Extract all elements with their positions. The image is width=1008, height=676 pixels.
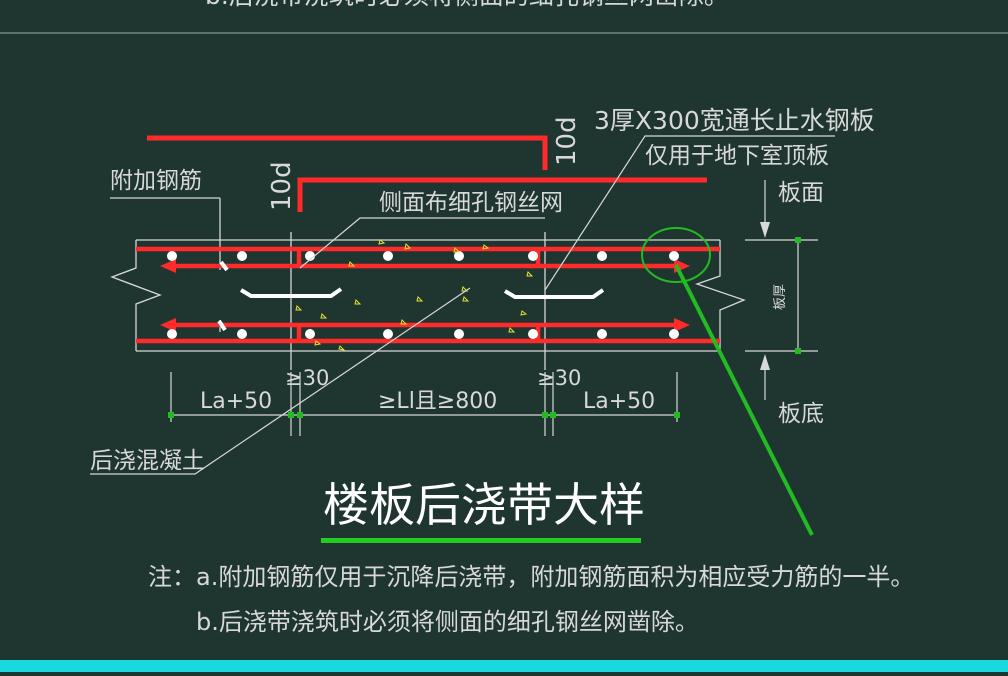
- hook-length-left: 10d: [267, 161, 297, 211]
- top-face-label: 板面: [778, 180, 824, 206]
- waterstop-leader: [544, 135, 835, 291]
- waterstop-label-line1: 3厚X300宽通长止水钢板: [594, 106, 875, 135]
- left-break-line: [110, 240, 162, 351]
- main-rebars: [136, 246, 720, 344]
- rebar-dots: [167, 251, 679, 339]
- dim-la-left: La+50: [200, 389, 272, 414]
- dim-middle: ≥Ll且≥800: [378, 389, 497, 414]
- upper-hook-bar: [147, 135, 548, 170]
- waterstop-plates: [239, 287, 605, 299]
- waterstop-label-line2: 仅用于地下室顶板: [645, 143, 829, 169]
- highlight-circle: [641, 227, 711, 283]
- dim-gap-left: ≥30: [285, 366, 329, 390]
- drawing-title: 楼板后浇带大样: [323, 478, 645, 532]
- highlight-callout: [641, 227, 814, 536]
- notes-prefix: 注：: [148, 563, 196, 591]
- post-concrete-label: 后浇混凝土: [90, 448, 205, 474]
- top-cut-note: b.后浇带浇筑时必须将侧面的细孔钢丝网凿除。: [205, 0, 729, 10]
- extra-rebar-stubs: [217, 260, 229, 332]
- dim-gap-right: ≥30: [537, 366, 581, 390]
- lower-hook-bar: [297, 177, 707, 212]
- highlight-leader: [674, 264, 814, 536]
- title-underline: [321, 538, 641, 543]
- rebar-arrowheads: [160, 259, 690, 332]
- thickness-label: 板厚: [773, 284, 788, 310]
- hook-length-right: 10d: [552, 116, 582, 166]
- bottom-accent-bar: [0, 660, 1008, 672]
- dimension-ticks: [168, 237, 801, 418]
- mesh-label: 侧面布细孔钢丝网: [379, 190, 563, 216]
- bottom-face-label: 板底: [778, 401, 824, 427]
- note-a: a.附加钢筋仅用于沉降后浇带，附加钢筋面积为相应受力筋的一半。: [196, 563, 914, 591]
- mesh-leader: [299, 217, 545, 269]
- note-b: b.后浇带浇筑时必须将侧面的细孔钢丝网凿除。: [196, 608, 699, 636]
- right-break-line: [695, 240, 746, 351]
- extra-rebar-label: 附加钢筋: [110, 168, 202, 194]
- slab-outline: [110, 198, 746, 370]
- face-arrows: [760, 222, 770, 370]
- top-extra-bars: [147, 135, 707, 212]
- dim-la-right: La+50: [583, 389, 655, 414]
- post-concrete-leader: [90, 287, 471, 475]
